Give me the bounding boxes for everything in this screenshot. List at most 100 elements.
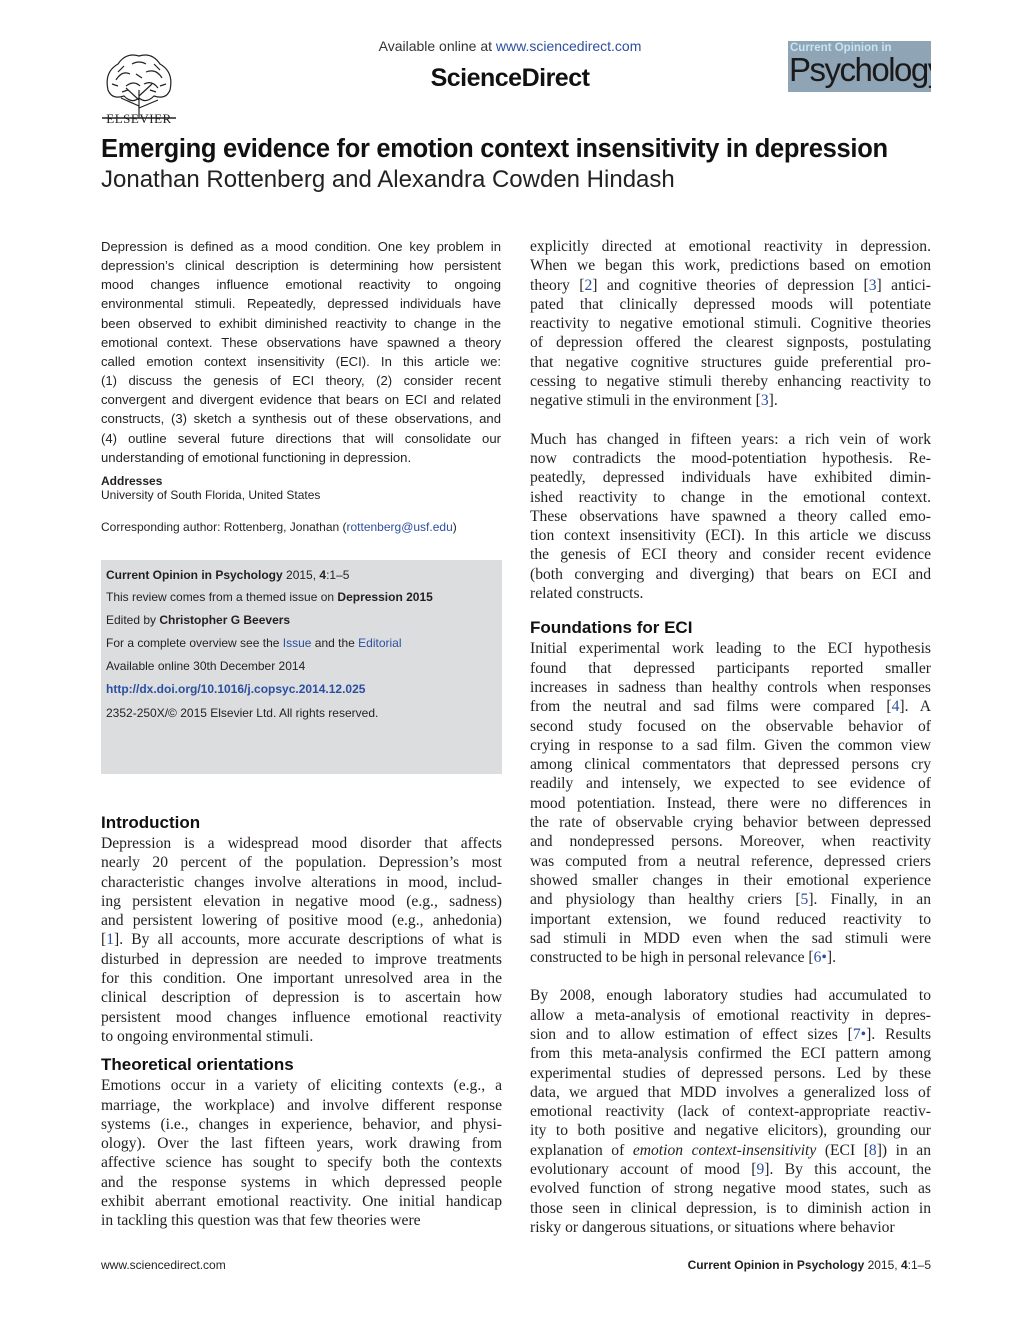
editorial-link[interactable]: Editorial	[358, 636, 402, 650]
citation-link[interactable]: 4	[891, 698, 900, 716]
text-line: among clinical commentators that depress…	[530, 756, 931, 774]
citation-link[interactable]: 1	[106, 931, 114, 949]
text-line: explanation of emotion context-insensiti…	[530, 1141, 932, 1159]
abstract-text: Depression is defined as a mood conditio…	[101, 237, 501, 467]
themed-issue-line: This review comes from a themed issue on…	[106, 590, 433, 604]
text-line: pated that clinically depressed moods wi…	[530, 295, 931, 313]
introduction-paragraph: Depression is a widespread mood disorder…	[101, 834, 502, 1046]
paragraph-foundations: Initial experimental work leading to the…	[530, 639, 931, 967]
article-info-box: Current Opinion in Psychology 2015, 4:1–…	[101, 560, 502, 774]
text-line: called emotion context insensitivity (EC…	[101, 353, 501, 369]
text-line: ity to both positive and negative elicit…	[530, 1122, 931, 1140]
citation-link[interactable]: 5	[800, 891, 809, 909]
text-line: of depression offered the clearest signp…	[530, 334, 931, 352]
citation-link[interactable]: 7•	[852, 1025, 867, 1043]
text-line: readily and intensely, we expected to se…	[530, 775, 931, 793]
text-line: experimental studies of depressed person…	[530, 1064, 931, 1082]
body-column-left: Introduction Depression is a widespread …	[101, 812, 502, 1231]
text-line: clinical description of depression is to…	[101, 989, 502, 1007]
text-line: mood potentiation. Instead, there were n…	[530, 794, 931, 812]
text-line: exhibit aberrant emotional reactivity. O…	[101, 1193, 502, 1211]
sciencedirect-wordmark: ScienceDirect	[430, 64, 590, 92]
journal-logo-big: Psychology	[789, 51, 931, 88]
text-line: those seen in clinical depression, is to…	[530, 1199, 931, 1217]
text-line: systems (i.e., changes in experience, be…	[101, 1115, 502, 1133]
text-line: By 2008, enough laboratory studies had a…	[530, 987, 931, 1005]
footer-site: www.sciencedirect.com	[101, 1258, 226, 1272]
text-line: mood changes influence emotional reactiv…	[101, 277, 501, 293]
citation-link[interactable]: 6•	[813, 949, 827, 967]
text-line: negative stimuli in the environment [3].	[530, 392, 778, 410]
text-line: and nondepressed persons. Moreover, when…	[530, 833, 931, 851]
paragraph-reactivity: explicitly directed at emotional reactiv…	[530, 237, 931, 411]
citation-link[interactable]: 3	[760, 392, 769, 410]
text-line: allow a meta-analysis of emotional react…	[530, 1006, 931, 1024]
text-line: sion and to allow estimation of effect s…	[530, 1025, 932, 1043]
text-line: affective science has sought to specify …	[101, 1154, 502, 1172]
text-line: tion context insensitivity (ECI). In thi…	[530, 527, 931, 545]
text-line: (1) discuss the genesis of ECI theory, (…	[101, 373, 501, 389]
citation-link[interactable]: 2	[584, 276, 593, 294]
citation-link[interactable]: 8	[868, 1141, 877, 1159]
text-line: emotional reactivity (lack of context-ap…	[530, 1103, 931, 1121]
text-line: nearly 20 percent of the population. Dep…	[101, 854, 502, 872]
text-line: peatedly, depressed individuals have exh…	[530, 469, 931, 487]
text-line: evolutionary account of mood [9]. By thi…	[530, 1161, 932, 1179]
text-line: ology). Over the last fifteen years, wor…	[101, 1135, 502, 1153]
text-line: second study focused on the observable b…	[530, 717, 931, 735]
text-line: When we began this work, predictions bas…	[530, 257, 931, 275]
doi-link[interactable]: http://dx.doi.org/10.1016/j.copsyc.2014.…	[106, 682, 366, 696]
text-line: related constructs.	[530, 585, 644, 603]
copyright-line: 2352-250X/© 2015 Elsevier Ltd. All right…	[106, 706, 379, 720]
elsevier-tree-logo	[102, 54, 176, 119]
text-line: from this meta-analysis confirmed the EC…	[530, 1045, 931, 1063]
journal-logo: Current Opinion in Psychology	[788, 41, 931, 92]
corresponding-author: Corresponding author: Rottenberg, Jonath…	[101, 520, 457, 534]
text-line: found that depressed participants report…	[530, 659, 931, 677]
overview-line: For a complete overview see the Issue an…	[106, 636, 402, 650]
article-authors: Jonathan Rottenberg and Alexandra Cowden…	[101, 166, 675, 193]
text-line: ished reactivity to change in the emotio…	[530, 488, 931, 506]
text-line: been observed to exhibit diminished reac…	[101, 315, 501, 331]
text-line: constructed to be high in personal relev…	[530, 949, 836, 967]
text-line: marriage, the workplace) and involve dif…	[101, 1096, 502, 1114]
text-line: the genesis of ECI theory and consider r…	[530, 546, 931, 564]
text-line: now contradicts the mood-potentiation hy…	[530, 449, 931, 467]
author-email-link[interactable]: rottenberg@usf.edu	[346, 520, 453, 534]
text-line: theory [2] and cognitive theories of dep…	[530, 276, 931, 294]
addresses-heading: Addresses	[101, 474, 163, 488]
citation-link[interactable]: 9	[756, 1161, 765, 1179]
emphasis: emotion context-insensitivity	[632, 1141, 817, 1159]
editor-line: Edited by Christopher G Beevers	[106, 613, 291, 627]
text-line: convergent and divergent evidence that b…	[101, 392, 501, 408]
text-line: emotional context. These observations ha…	[101, 334, 501, 350]
text-line: to ongoing environmental stimuli.	[101, 1027, 314, 1045]
text-line: showed smaller changes in their emotiona…	[530, 871, 931, 889]
text-line: cessing to negative stimuli thereby enha…	[530, 373, 931, 391]
available-online: Available online at www.sciencedirect.co…	[378, 38, 642, 54]
text-line: Much has changed in fifteen years: a ric…	[530, 430, 931, 448]
issue-link[interactable]: Issue	[282, 636, 312, 650]
foundations-heading: Foundations for ECI	[530, 618, 693, 638]
text-line: for this condition. One important unreso…	[101, 970, 502, 988]
text-line: explicitly directed at emotional reactiv…	[530, 238, 931, 255]
sciencedirect-link[interactable]: www.sciencedirect.com	[495, 38, 642, 54]
text-line: risky or dangerous situations, or situat…	[530, 1218, 895, 1236]
abstract: Depression is defined as a mood conditio…	[101, 237, 501, 467]
text-line: (4) outline several future directions th…	[101, 430, 501, 446]
text-line: and physiology than healthy criers [5]. …	[530, 891, 931, 909]
theoretical-orientations-paragraph: Emotions occur in a variety of eliciting…	[101, 1076, 502, 1230]
paragraph-meta-analysis: By 2008, enough laboratory studies had a…	[530, 986, 931, 1237]
journal-logo-small: Current Opinion in	[790, 42, 892, 54]
text-line: disturbed in depression are needed to im…	[101, 950, 502, 968]
text-line: (both converging and diverging) that bea…	[530, 565, 931, 583]
text-line: was computed from a neutral reference, d…	[530, 852, 931, 870]
text-line: in tackling this question was that few t…	[101, 1212, 421, 1230]
citation-link[interactable]: 3	[868, 276, 877, 294]
article-title: Emerging evidence for emotion context in…	[101, 135, 888, 163]
text-line: crying in response to a sad film. Given …	[530, 736, 931, 754]
text-line: increases in sadness than healthy contro…	[530, 678, 931, 696]
text-line: understanding of emotional functioning i…	[101, 449, 412, 465]
citation-line: Current Opinion in Psychology 2015, 4:1–…	[106, 568, 350, 582]
text-line: and the response systems in which depres…	[101, 1173, 502, 1191]
